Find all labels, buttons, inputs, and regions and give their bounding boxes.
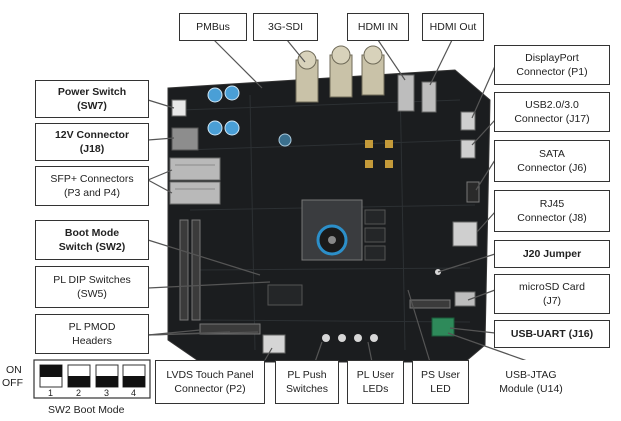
switch-on-label: ON <box>6 364 22 376</box>
right-side-connectors <box>431 111 480 337</box>
label-usb-uart: USB-UART (J16) <box>494 320 610 348</box>
switch-number-3: 3 <box>104 388 110 398</box>
label-sata: SATA Connector (J6) <box>494 140 610 182</box>
memory-chips <box>267 209 386 306</box>
label-pmbus: PMBus <box>179 13 247 41</box>
capacitors <box>207 85 292 147</box>
label-hdmi-out: HDMI Out <box>422 13 484 41</box>
label-microsd: microSD Card (J7) <box>494 274 610 314</box>
label-3g-sdi: 3G-SDI <box>253 13 318 41</box>
switch-caption: SW2 Boot Mode <box>48 404 125 416</box>
label-power-switch: Power Switch (SW7) <box>35 80 149 118</box>
push-buttons <box>322 269 441 342</box>
label-lvds: LVDS Touch Panel Connector (P2) <box>155 360 265 404</box>
label-displayport: DisplayPort Connector (P1) <box>494 45 610 85</box>
leader-lines <box>147 39 531 363</box>
switch-number-2: 2 <box>76 388 82 398</box>
label-usb-jtag: USB-JTAG Module (U14) <box>488 360 574 404</box>
label-pl-dip-switches: PL DIP Switches (SW5) <box>35 266 149 308</box>
label-boot-mode-switch: Boot Mode Switch (SW2) <box>35 220 149 260</box>
sdi-bnc-connectors <box>295 45 385 103</box>
lvds-connector <box>262 334 286 354</box>
label-ps-user-led: PS User LED <box>412 360 469 404</box>
label-12v-connector: 12V Connector (J18) <box>35 123 149 161</box>
sw2-switch-diagram <box>33 359 151 399</box>
fpga-fan-heatsink <box>301 199 363 261</box>
hdmi-connectors <box>397 74 437 113</box>
switch-number-1: 1 <box>48 388 54 398</box>
pin-headers <box>179 219 451 335</box>
label-hdmi-in: HDMI IN <box>347 13 409 41</box>
switch-number-4: 4 <box>131 388 137 398</box>
label-pl-user-leds: PL User LEDs <box>347 360 404 404</box>
label-pl-pmod-headers: PL PMOD Headers <box>35 314 149 354</box>
label-rj45: RJ45 Connector (J8) <box>494 190 610 232</box>
sfp-cages <box>169 157 221 205</box>
label-sfp-connectors: SFP+ Connectors (P3 and P4) <box>35 166 149 206</box>
label-pl-push-switches: PL Push Switches <box>275 360 339 404</box>
gold-pads <box>365 140 393 168</box>
power-connectors <box>171 99 199 151</box>
label-j20-jumper: J20 Jumper <box>494 240 610 268</box>
label-usb-connector: USB2.0/3.0 Connector (J17) <box>494 92 610 132</box>
switch-off-label: OFF <box>2 377 23 389</box>
